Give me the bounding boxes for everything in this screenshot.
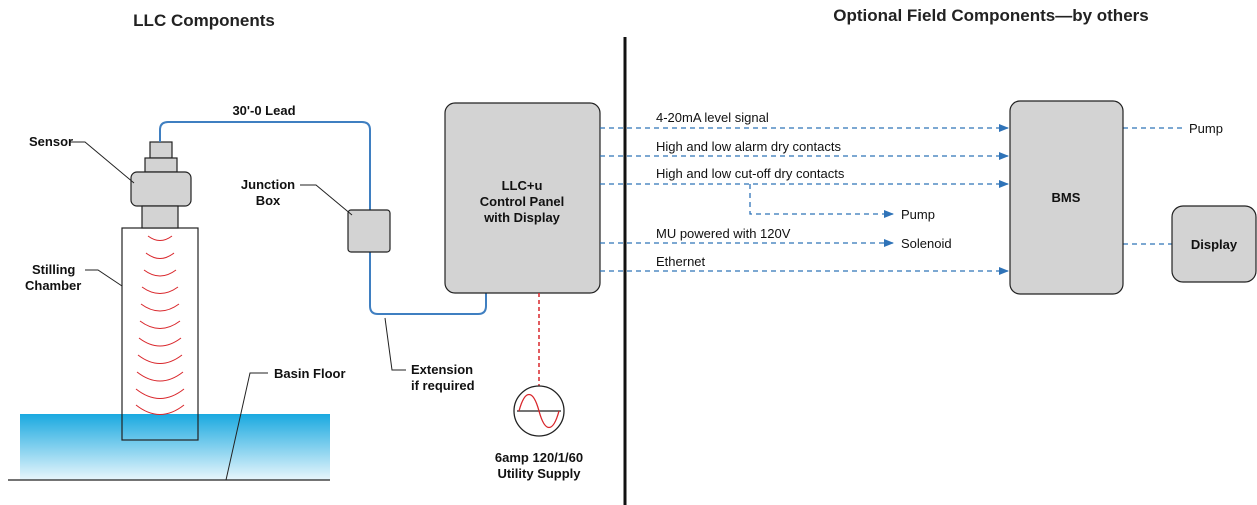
junction-box-label-1: Junction	[241, 177, 295, 192]
display-box	[1171, 205, 1257, 283]
junction-box	[347, 209, 391, 253]
water-basin	[20, 414, 330, 480]
control-panel-label-3: with Display	[483, 210, 561, 225]
display-label: Display	[1191, 237, 1238, 252]
optional-components-heading: Optional Field Components—by others	[833, 6, 1148, 25]
stilling-chamber-leader	[85, 269, 123, 287]
stilling-chamber-label-2: Chamber	[25, 278, 81, 293]
signal-label: Ethernet	[656, 254, 706, 269]
ac-supply-icon	[513, 385, 565, 437]
stilling-chamber	[121, 227, 199, 441]
basin-floor-label: Basin Floor	[274, 366, 346, 381]
bms-label: BMS	[1052, 190, 1081, 205]
stilling-chamber-label-1: Stilling	[32, 262, 75, 277]
signal-label: MU powered with 120V	[656, 226, 791, 241]
utility-supply-label-2: Utility Supply	[497, 466, 581, 481]
extension-wire	[369, 252, 487, 315]
extension-leader	[384, 317, 406, 371]
utility-supply-label-1: 6amp 120/1/60	[495, 450, 583, 465]
signal-label: 4-20mA level signal	[656, 110, 769, 125]
sensor-label: Sensor	[29, 134, 73, 149]
extension-label-2: if required	[411, 378, 475, 393]
basin-floor-leader	[225, 372, 268, 481]
lead-label: 30'-0 Lead	[232, 103, 295, 118]
pump-right-label: Pump	[1189, 121, 1223, 136]
sensor-icon	[130, 141, 192, 229]
sound-wave-icons	[135, 235, 185, 415]
control-panel-box	[444, 102, 601, 294]
control-panel-label-1: LLC+u	[502, 178, 543, 193]
signal-label: High and low alarm dry contacts	[656, 139, 841, 154]
junction-box-leader	[300, 184, 353, 216]
pump-output-label: Pump	[901, 207, 935, 222]
control-panel-label-2: Control Panel	[480, 194, 565, 209]
extension-label-1: Extension	[411, 362, 473, 377]
signal-lines	[600, 124, 1186, 275]
signal-label: High and low cut-off dry contacts	[656, 166, 845, 181]
junction-box-label-2: Box	[256, 193, 281, 208]
solenoid-output-label: Solenoid	[901, 236, 952, 251]
llc-components-heading: LLC Components	[133, 11, 275, 30]
sensor-lead-wire	[159, 121, 371, 210]
sensor-leader	[70, 141, 135, 184]
bms-box	[1009, 100, 1124, 295]
